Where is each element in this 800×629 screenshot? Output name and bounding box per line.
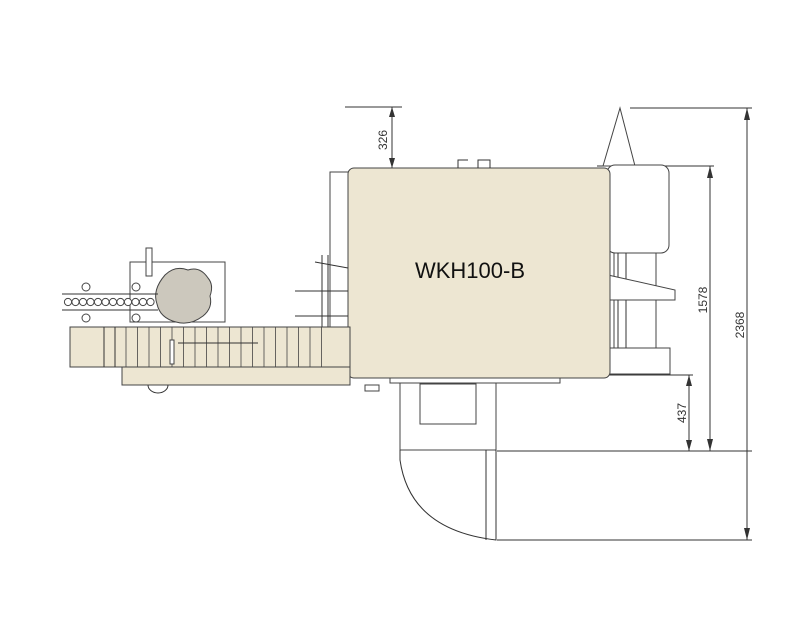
- conveyor: [69, 326, 380, 394]
- dimension-height-main: 1578: [497, 165, 752, 452]
- dim-326-label: 326: [376, 130, 390, 150]
- roller: [101, 297, 110, 307]
- roller: [78, 297, 88, 307]
- dimension-top-offset: 326: [345, 106, 402, 168]
- lower-outfeed: [399, 379, 497, 541]
- model-label: WKH100-B: [415, 258, 525, 283]
- dim-1578-label: 1578: [696, 286, 710, 313]
- roller: [63, 297, 73, 307]
- roller: [93, 297, 103, 307]
- roller: [108, 297, 118, 307]
- roller: [71, 297, 80, 307]
- right-module: [602, 106, 676, 375]
- roller: [116, 297, 125, 307]
- main-body: WKH100-B: [347, 159, 611, 379]
- drum: [155, 267, 213, 324]
- dim-2368-label: 2368: [733, 311, 747, 338]
- roller: [138, 297, 148, 307]
- roller: [131, 297, 140, 307]
- roller: [146, 297, 155, 307]
- dimension-height-total: 2368: [497, 107, 752, 541]
- roller: [123, 297, 133, 307]
- roller: [86, 297, 95, 307]
- dimension-bottom-offset: 437: [600, 374, 693, 451]
- dim-437-label: 437: [675, 403, 689, 423]
- infeed-unit: [62, 247, 226, 324]
